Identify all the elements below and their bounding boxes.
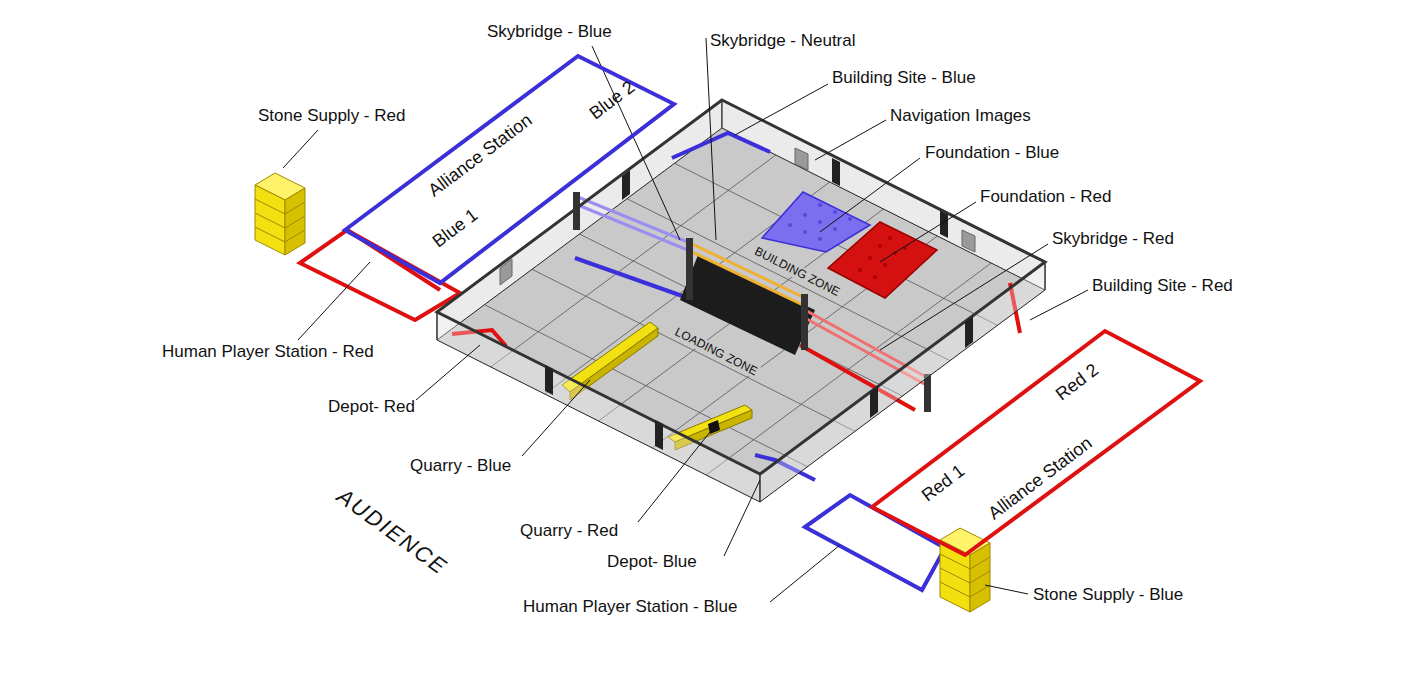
callout-label: Foundation - Red [980, 187, 1111, 207]
foundation-blue [762, 192, 870, 252]
callout-label: Depot- Red [328, 397, 415, 417]
callout-label: Human Player Station - Red [162, 342, 374, 362]
stone-stack-red [255, 173, 305, 255]
callout-label: Foundation - Blue [925, 143, 1059, 163]
callout-label: Stone Supply - Blue [1033, 585, 1183, 605]
callout-label: Quarry - Red [520, 521, 618, 541]
alliance-station: Alliance Station Blue 2 Blue 1 [340, 50, 680, 290]
callout-label: Skybridge - Neutral [710, 31, 856, 51]
callout-label: Quarry - Blue [410, 456, 511, 476]
station-label: Alliance Station [984, 433, 1095, 524]
callout-label: Building Site - Red [1092, 276, 1233, 296]
station-label: Blue 2 [586, 77, 639, 124]
callout-label: Stone Supply - Red [258, 106, 405, 126]
callout-label: Navigation Images [890, 106, 1031, 126]
callout-label: Depot- Blue [607, 552, 697, 572]
callout-label: Skybridge - Red [1052, 229, 1174, 249]
zone-label: AUDIENCE [332, 484, 451, 580]
station-label: Alliance Station [424, 110, 535, 201]
alliance-station: Red 2Red 1Alliance Station [865, 325, 1205, 560]
station-outline [865, 325, 1205, 560]
callout-label: Human Player Station - Blue [523, 597, 738, 617]
callout-label: Skybridge - Blue [487, 22, 612, 42]
station-label: Blue 1 [429, 205, 482, 252]
callout-label: Building Site - Blue [832, 68, 976, 88]
